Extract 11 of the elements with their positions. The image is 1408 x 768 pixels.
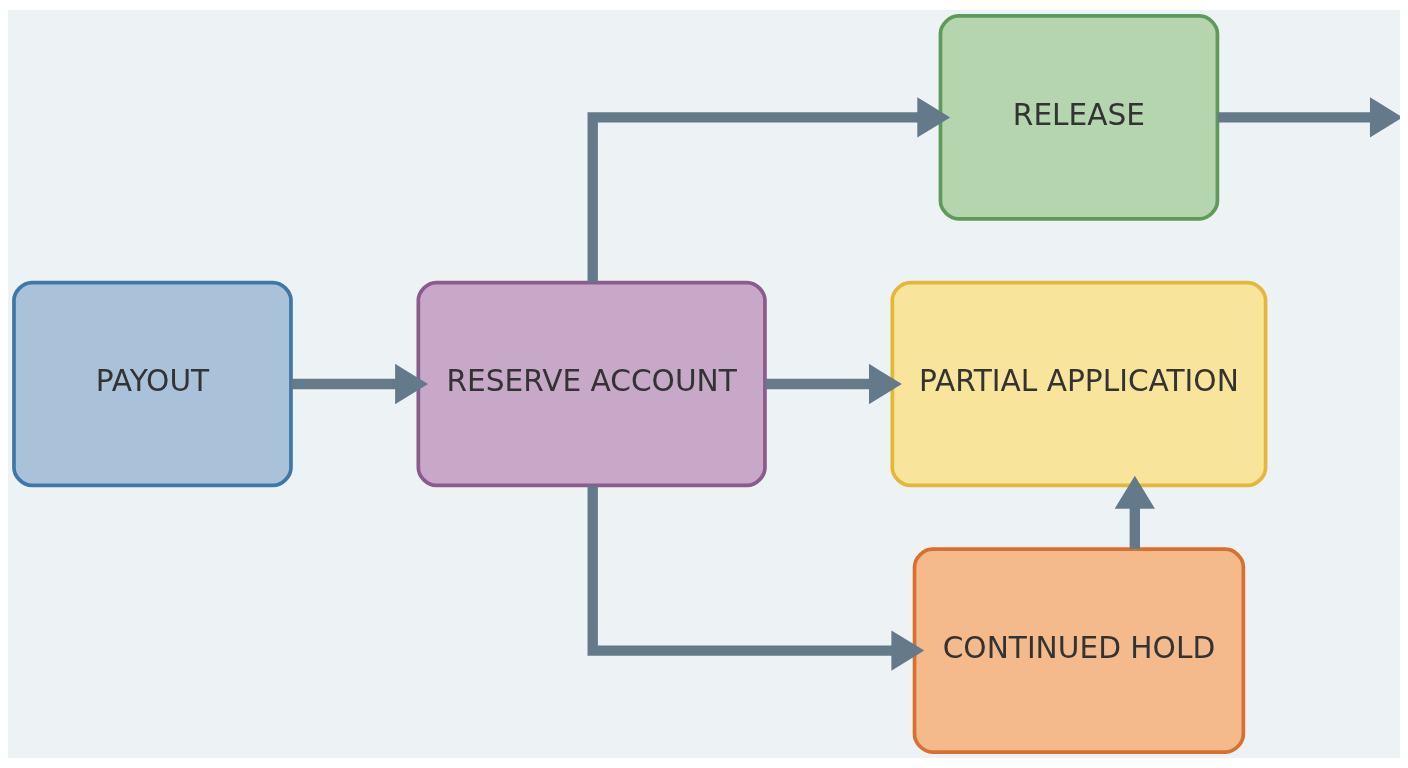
arrow bbox=[765, 363, 902, 405]
arrow bbox=[587, 97, 951, 283]
node-box: PAYOUT bbox=[12, 280, 293, 488]
arrow bbox=[291, 363, 428, 405]
node-box: CONTINUED HOLD bbox=[912, 547, 1246, 754]
node-box: RESERVE ACCOUNT bbox=[416, 280, 767, 488]
node-box: PARTIAL APPLICATION bbox=[890, 280, 1268, 488]
arrow bbox=[1217, 97, 1400, 138]
node-box: RELEASE bbox=[938, 14, 1220, 221]
arrow bbox=[587, 485, 925, 671]
arrow bbox=[1114, 475, 1155, 550]
